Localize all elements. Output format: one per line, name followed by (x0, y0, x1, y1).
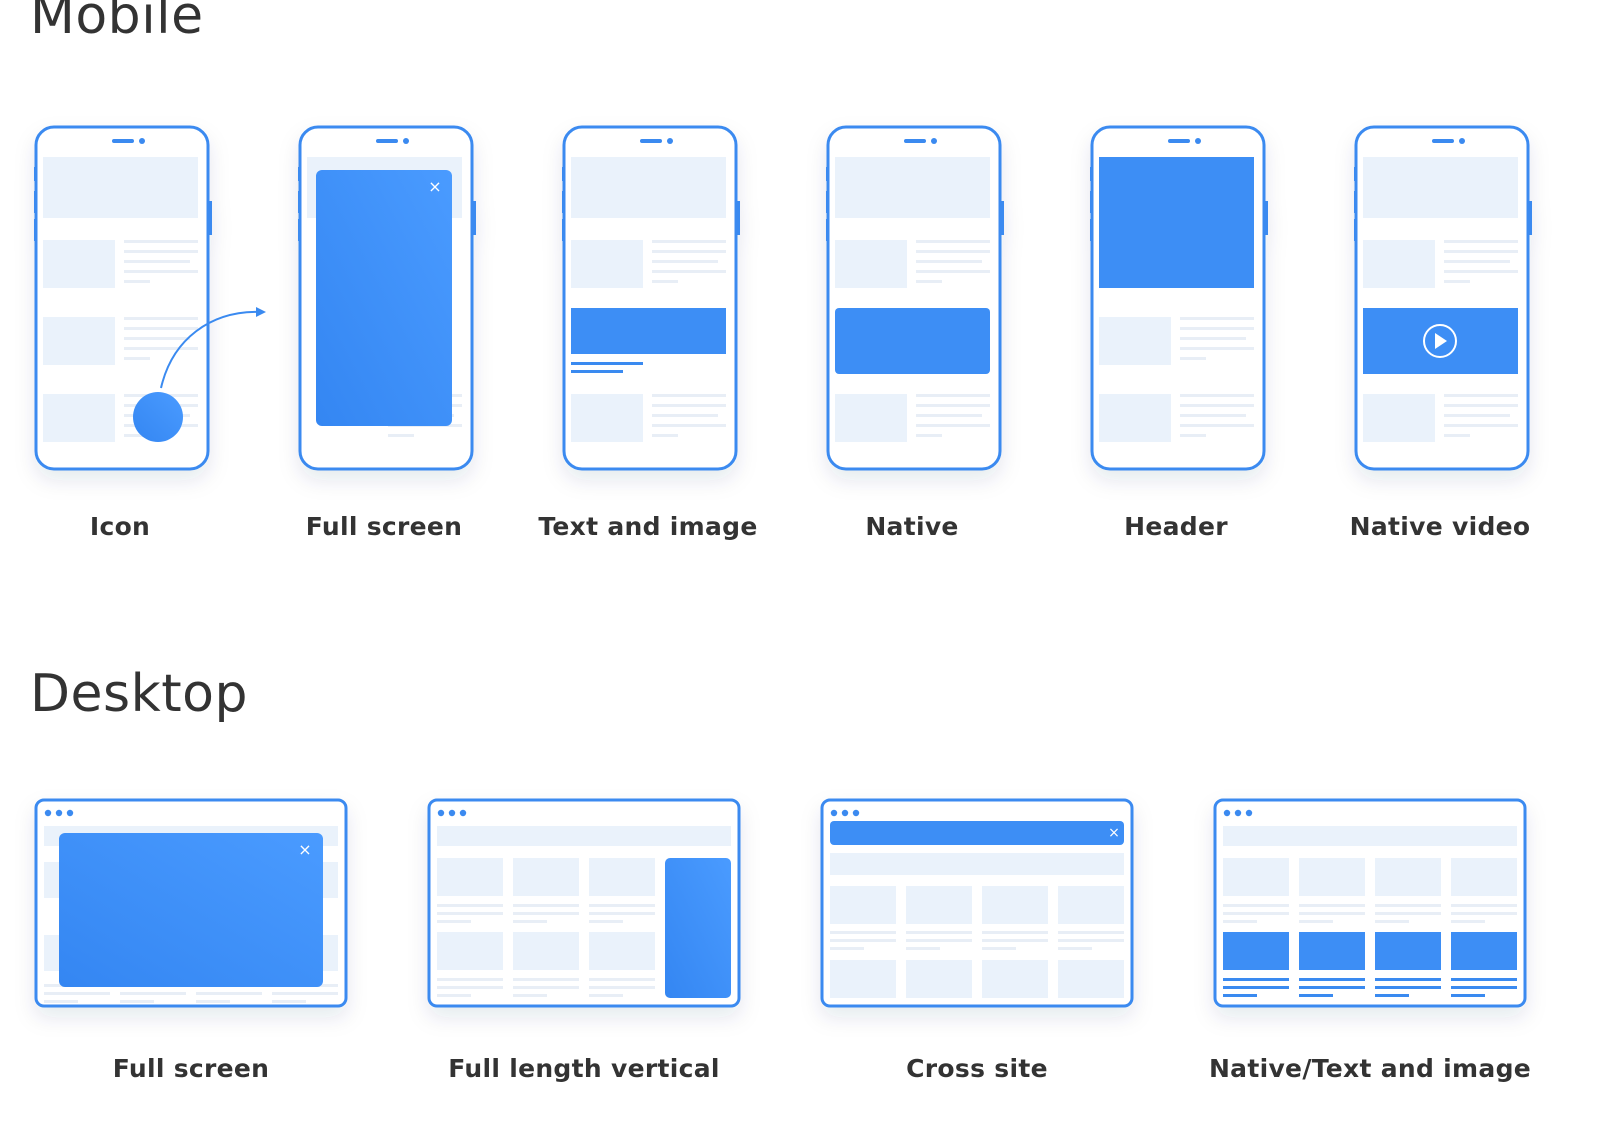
caption-mobile-header: Header (1124, 512, 1228, 541)
mockup-mobile-header-content (1099, 157, 1254, 442)
caption-mobile-icon: Icon (89, 512, 151, 541)
close-icon: × (1108, 825, 1120, 841)
caption-mobile-full-screen: Full screen (305, 512, 463, 541)
curved-arrow-icon (160, 310, 263, 389)
arrow-head-icon (256, 307, 266, 317)
close-icon: × (298, 840, 311, 859)
mockup-mobile-native-video-content (1363, 157, 1518, 442)
mockup-desktop-cross-site-content: × (830, 821, 1124, 998)
section-title-desktop: Desktop (30, 664, 248, 724)
mockup-mobile-text-and-image-content (571, 157, 726, 442)
caption-desktop-full-screen: Full screen (112, 1054, 270, 1083)
mockup-desktop-full-length-vertical-content (437, 826, 731, 998)
mockup-mobile-native-content (835, 157, 990, 442)
section-title-mobile: Mobile (30, 0, 204, 46)
mockup-mobile-icon-content (43, 157, 266, 442)
caption-desktop-cross-site: Cross site (906, 1054, 1048, 1083)
mockup-desktop-native-text-and-image-content (1223, 826, 1517, 997)
caption-mobile-native-video: Native video (1349, 512, 1531, 541)
caption-mobile-text-and-image: Text and image (538, 512, 758, 541)
caption-desktop-native-text-and-image: Native/Text and image (1208, 1054, 1532, 1083)
play-icon (1423, 324, 1457, 358)
caption-mobile-native: Native (865, 512, 959, 541)
floating-icon-ad (133, 392, 183, 442)
mockup-desktop-full-screen-content: × (44, 826, 338, 1003)
close-icon: × (428, 177, 441, 196)
mockup-mobile-full-screen-content: × (307, 157, 462, 437)
caption-desktop-full-length-vertical: Full length vertical (448, 1054, 720, 1083)
